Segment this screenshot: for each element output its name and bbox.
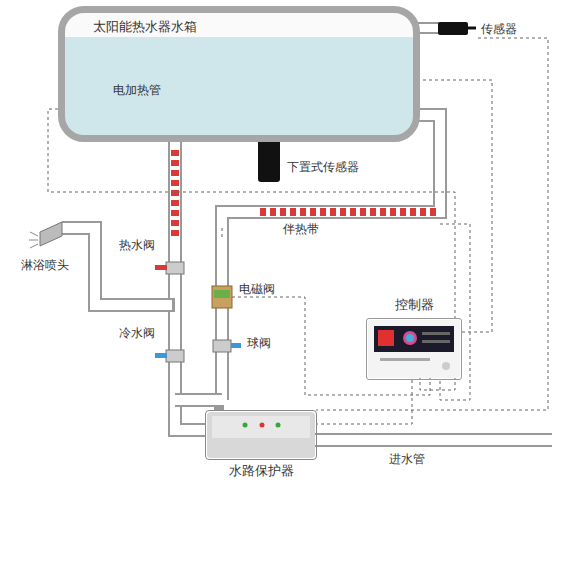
valve-label: 冷水阀 bbox=[118, 326, 156, 340]
pipe bbox=[62, 228, 172, 305]
water-tank: 太阳能热水器水箱 bbox=[58, 6, 420, 142]
hot-water-valve bbox=[155, 262, 184, 274]
valve-label: 电磁阀 bbox=[238, 282, 276, 296]
shower-spray bbox=[29, 232, 38, 248]
controller-face bbox=[368, 320, 460, 378]
inlet-pipe bbox=[315, 435, 552, 445]
solenoid-valve bbox=[212, 286, 232, 308]
sensor-label: 下置式传感器 bbox=[286, 160, 360, 174]
heat-tape bbox=[260, 208, 436, 216]
node-title: 太阳能热水器水箱 bbox=[93, 19, 197, 35]
hot-pipe-stripes bbox=[171, 150, 179, 236]
valve-label: 球阀 bbox=[246, 336, 272, 350]
pipe bbox=[62, 228, 175, 305]
heater-label: 电加热管 bbox=[112, 83, 162, 97]
water-pipe bbox=[175, 138, 205, 430]
shower-label: 淋浴喷头 bbox=[20, 258, 70, 272]
ball-valve bbox=[213, 340, 241, 352]
cold-water-valve bbox=[155, 350, 184, 362]
inlet-pipe bbox=[315, 433, 552, 447]
pipe-stroke bbox=[175, 138, 205, 430]
pipe-label: 进水管 bbox=[388, 452, 426, 466]
water-protector: 水路保护器 bbox=[205, 410, 317, 460]
sensor bbox=[438, 22, 468, 35]
valve-label: 热水阀 bbox=[118, 238, 156, 252]
shower-head bbox=[40, 222, 62, 246]
heat-tape-label: 伴热带 bbox=[282, 222, 320, 236]
wire-stroke bbox=[317, 380, 412, 424]
controller-box: 控制器 bbox=[366, 318, 462, 380]
node-title: 控制器 bbox=[367, 297, 461, 313]
pipe bbox=[172, 395, 222, 405]
signal-wire bbox=[317, 380, 412, 424]
sensor-tip bbox=[468, 27, 476, 30]
pipe-stroke bbox=[175, 138, 205, 430]
sensor-label: 传感器 bbox=[480, 22, 518, 36]
node-title: 水路保护器 bbox=[206, 463, 316, 479]
protector-face bbox=[207, 405, 315, 458]
